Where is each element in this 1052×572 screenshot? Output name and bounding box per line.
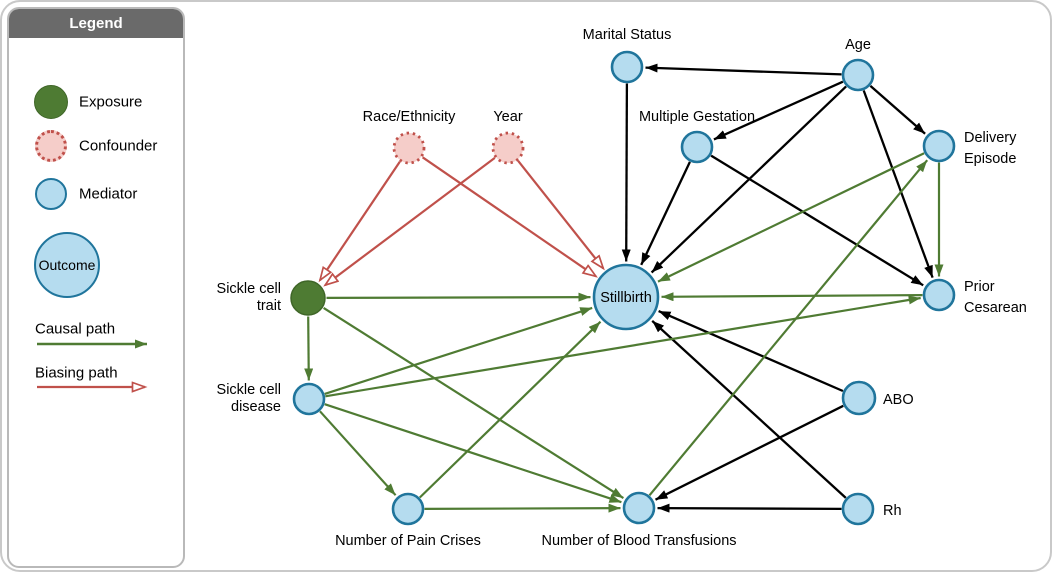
edge-disease-to-pain xyxy=(319,410,397,496)
node-label-abo: ABO xyxy=(883,392,914,408)
node-abo xyxy=(841,380,877,416)
node-de xyxy=(922,129,956,163)
edge-trait-to-disease xyxy=(304,316,314,381)
edge-nbt-to-de xyxy=(648,159,929,497)
node-label-disease-0: Sickle cell xyxy=(217,382,281,398)
node-pain xyxy=(391,492,425,526)
node-label-marital: Marital Status xyxy=(583,27,672,43)
node-nbt xyxy=(622,491,656,525)
edge-trait-to-nbt xyxy=(323,306,624,500)
edge-rh-to-sb xyxy=(651,320,847,499)
biasing-path-arrow-icon xyxy=(37,379,165,395)
edge-age-to-pc xyxy=(862,90,934,278)
node-race xyxy=(392,131,426,165)
edge-pc-to-sb xyxy=(661,292,923,302)
node-label-de-1: Episode xyxy=(964,151,1016,167)
edge-mg-to-pc xyxy=(710,154,924,287)
edge-mg-to-sb xyxy=(640,161,691,266)
node-label-trait-1: trait xyxy=(257,298,281,314)
biasing-path-label: Biasing path xyxy=(35,364,118,382)
node-label-pain: Number of Pain Crises xyxy=(335,533,481,549)
edge-age-to-de xyxy=(869,85,926,135)
edge-trait-to-sb xyxy=(326,292,591,302)
node-trait xyxy=(290,280,326,316)
edge-race-to-trait xyxy=(320,161,401,281)
edge-disease-to-sb xyxy=(324,306,593,395)
confounder-swatch-icon xyxy=(35,130,67,162)
legend-item-confounder: Confounder xyxy=(79,137,158,155)
node-label-year: Year xyxy=(493,109,522,125)
edge-age-to-marital xyxy=(645,63,842,76)
legend-header: Legend xyxy=(9,9,183,38)
node-sb xyxy=(592,263,660,331)
node-label-disease-1: disease xyxy=(231,399,281,415)
node-label-age: Age xyxy=(845,37,871,53)
node-label-pc-1: Cesarean xyxy=(964,300,1027,316)
node-pc xyxy=(922,278,956,312)
node-label-mg: Multiple Gestation xyxy=(639,109,755,125)
edge-age-to-mg xyxy=(713,80,844,141)
node-label-race: Race/Ethnicity xyxy=(363,109,456,125)
edge-race-to-sb xyxy=(421,156,596,276)
edge-de-to-sb xyxy=(657,152,925,283)
node-label-nbt: Number of Blood Transfusions xyxy=(541,533,736,549)
node-label-de-0: Delivery xyxy=(964,130,1017,146)
causal-path-arrow-icon xyxy=(37,339,147,349)
mediator-swatch-icon xyxy=(35,178,67,210)
edge-abo-to-nbt xyxy=(654,404,844,501)
edge-rh-to-nbt xyxy=(657,503,842,513)
node-label-rh: Rh xyxy=(883,503,902,519)
legend-title: Legend xyxy=(69,15,123,32)
node-mg xyxy=(680,130,714,164)
edge-abo-to-sb xyxy=(658,310,844,393)
legend-panel: Legend Exposure Confounder Mediator Outc… xyxy=(7,7,185,568)
node-layer xyxy=(290,50,956,526)
legend-item-mediator: Mediator xyxy=(79,185,138,203)
node-label-sb: Stillbirth xyxy=(600,290,652,306)
causal-path-label: Causal path xyxy=(35,320,116,338)
edge-marital-to-sb xyxy=(621,83,631,262)
exposure-swatch-icon xyxy=(34,85,68,119)
node-label-trait-0: Sickle cell xyxy=(217,281,281,297)
edge-year-to-sb xyxy=(517,160,603,269)
node-rh xyxy=(841,492,875,526)
node-marital xyxy=(610,50,644,84)
legend-item-exposure: Exposure xyxy=(79,93,143,111)
node-age xyxy=(841,58,875,92)
node-disease xyxy=(292,382,326,416)
edge-pain-to-nbt xyxy=(424,503,621,513)
node-year xyxy=(491,131,525,165)
edge-year-to-trait xyxy=(325,157,496,285)
edge-disease-to-nbt xyxy=(324,403,622,504)
edge-pain-to-sb xyxy=(419,320,602,499)
node-label-pc-0: Prior xyxy=(964,279,995,295)
outcome-swatch-icon: Outcome xyxy=(34,232,100,298)
legend-item-outcome: Outcome xyxy=(38,257,96,273)
edge-disease-to-pc xyxy=(325,295,921,398)
edge-layer xyxy=(304,63,944,513)
